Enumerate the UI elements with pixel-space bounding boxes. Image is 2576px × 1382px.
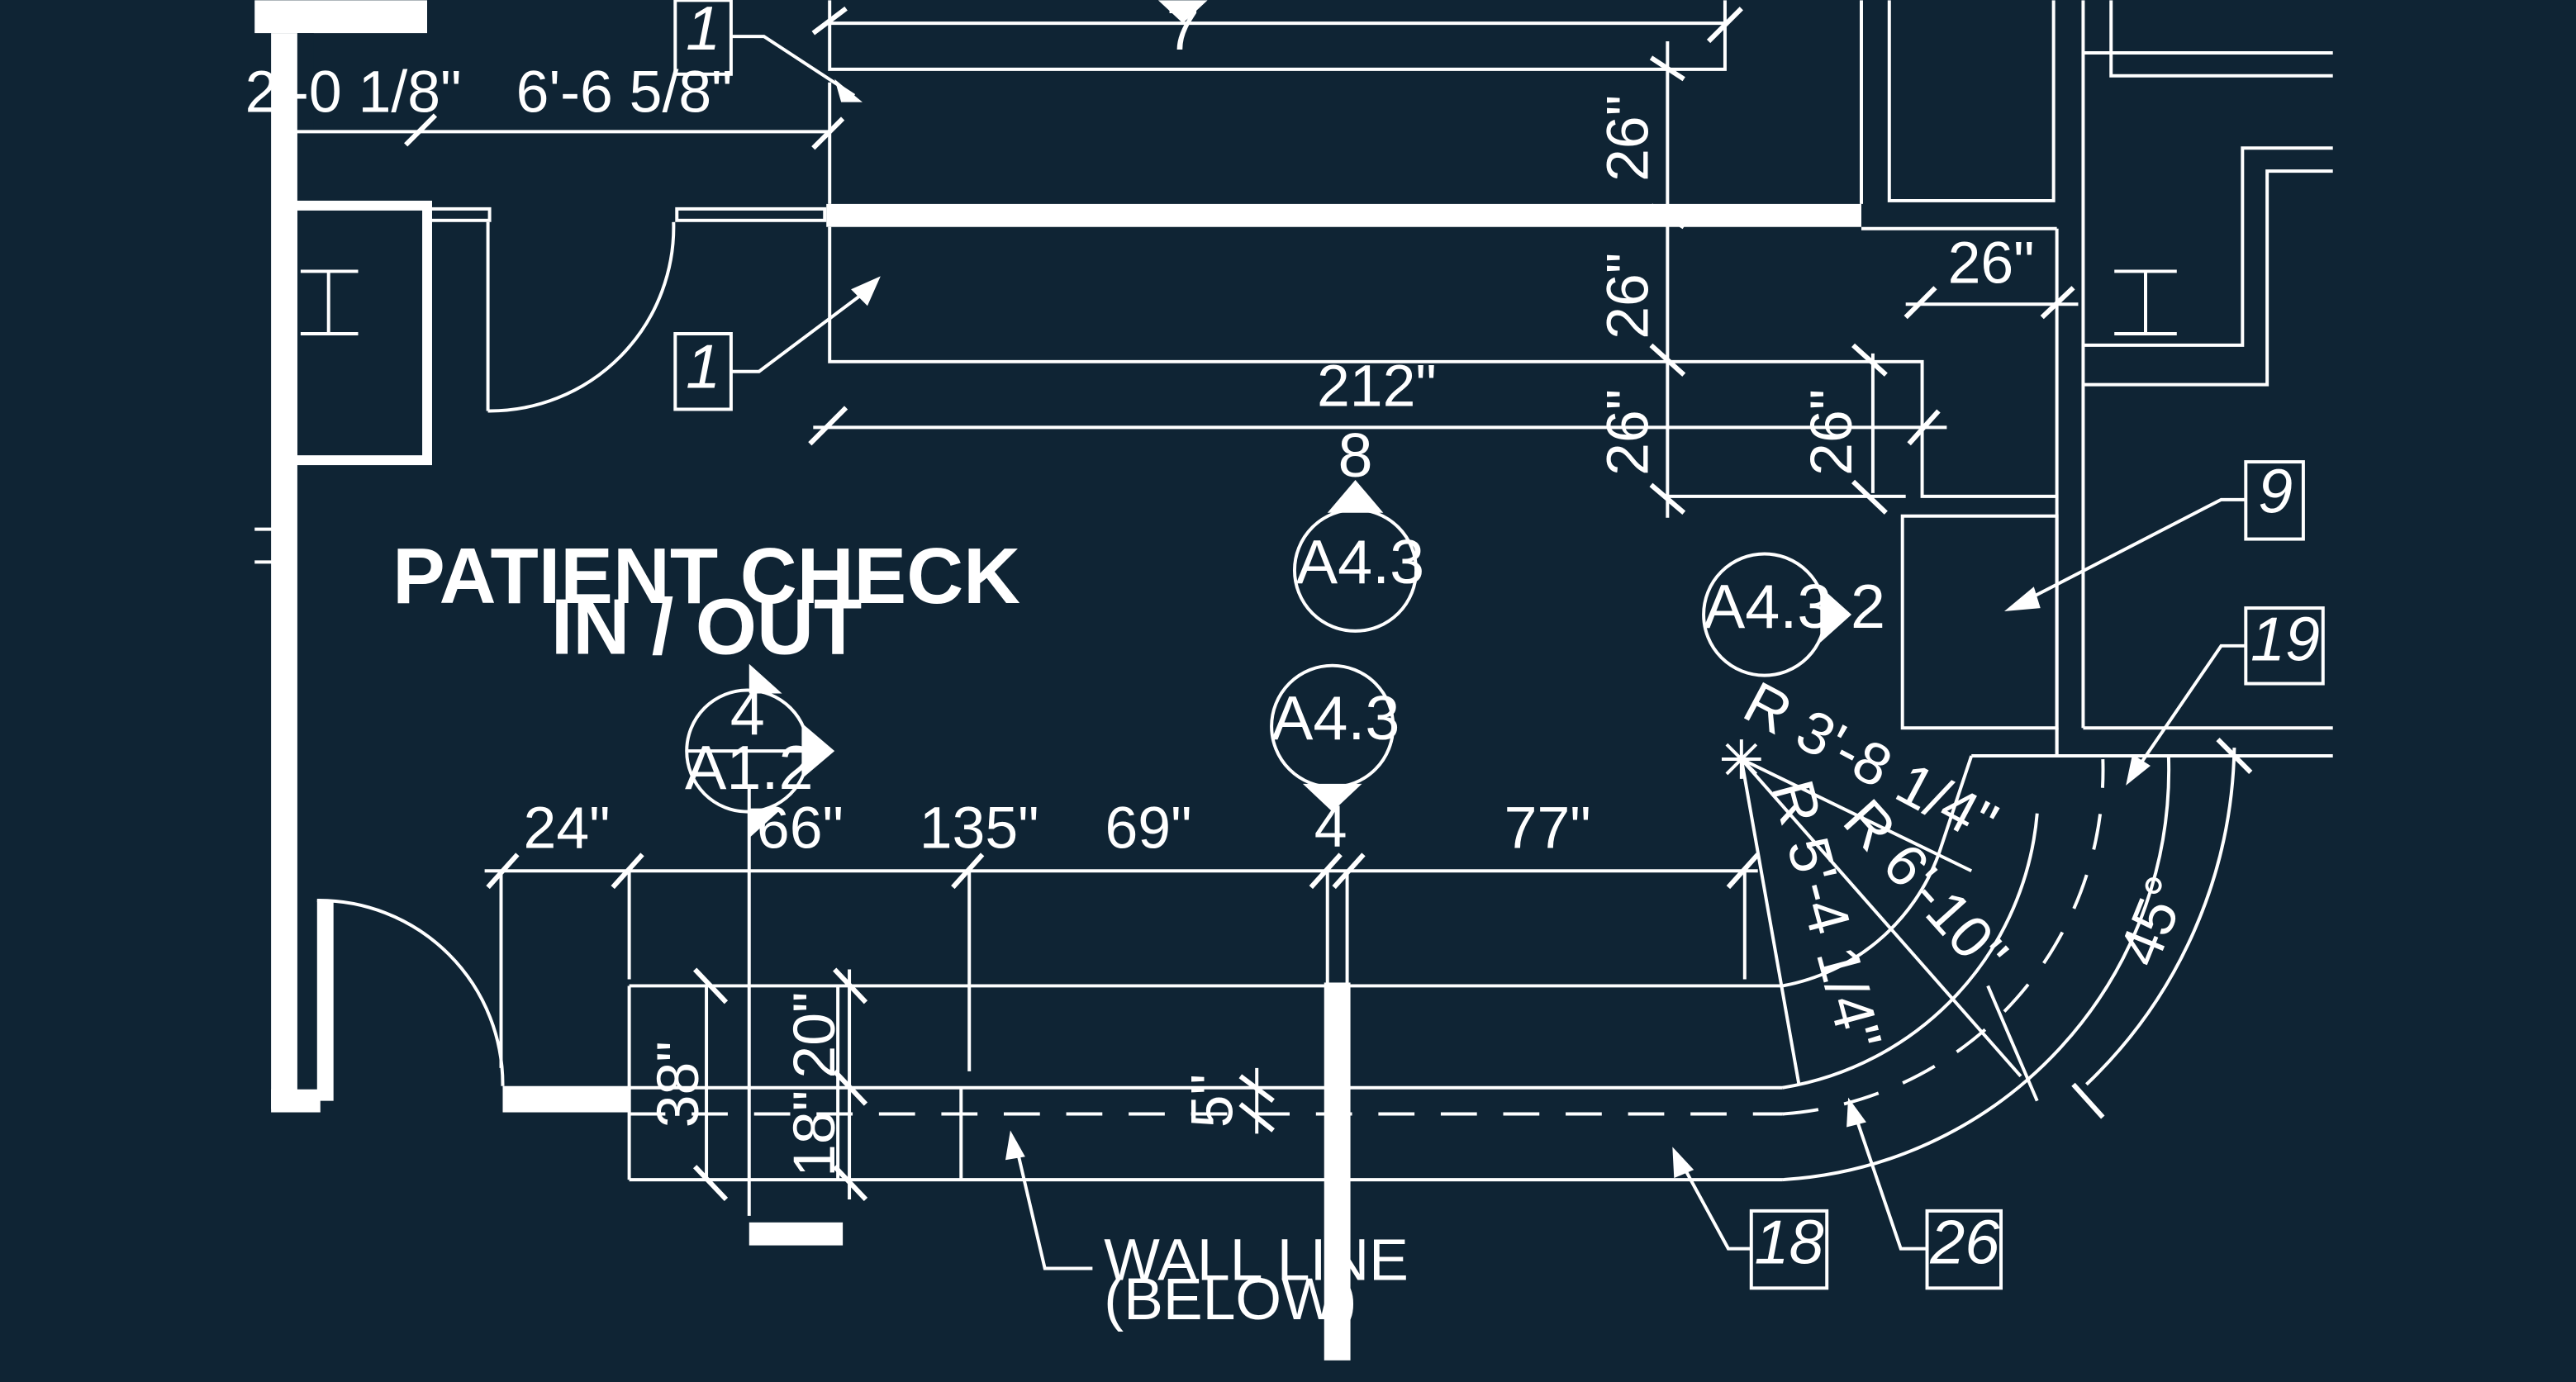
wall-line-note: WALL LINE (BELOW) xyxy=(1005,1130,1409,1332)
section-marker-top-arrow xyxy=(1157,0,1208,24)
keynote-tag-26-label: 26 xyxy=(1929,1208,2000,1277)
wall-line-below-dashed xyxy=(629,758,2105,1116)
section-marker-2-number: 2 xyxy=(1851,572,1885,642)
room-name-line1: PATIENT CHECK xyxy=(392,533,1020,620)
keynote-tag-19-label: 19 xyxy=(2250,606,2320,675)
section-marker-2: 2 A4.3 xyxy=(1702,552,1885,677)
dim-69: 69" xyxy=(1105,795,1191,861)
keynote-tag-18-label: 18 xyxy=(1754,1208,1823,1277)
keynote-tag-1-mid-label: 1 xyxy=(686,333,720,402)
section-marker-2-sheet: A4.3 xyxy=(1704,572,1832,642)
keynote-tag-9: 9 xyxy=(2003,458,2305,612)
walls xyxy=(254,0,1861,1361)
radius-center-point xyxy=(1721,739,1761,779)
dim-26-a: 26" xyxy=(1595,95,1661,182)
dim-38: 38" xyxy=(645,1041,711,1128)
column-enclosure-left xyxy=(287,200,432,466)
wall-segment-center xyxy=(1324,982,1351,1361)
dim-5: 5" xyxy=(1179,1074,1245,1128)
elevation-marker-number: 4 xyxy=(730,679,765,748)
keynote-tag-1-mid: 1 xyxy=(673,276,881,411)
section-marker-8: 8 A4.3 xyxy=(1292,421,1424,633)
room-name-line2: IN / OUT xyxy=(551,584,862,672)
dim-212: 212" xyxy=(1317,353,1437,419)
section-marker-8-sheet: A4.3 xyxy=(1296,528,1424,597)
dim-24: 24" xyxy=(524,795,611,861)
wall-line-note-line2: (BELOW) xyxy=(1104,1266,1357,1332)
wall-segment-counter-left xyxy=(502,1085,631,1113)
keynote-tag-1-top-label: 1 xyxy=(686,0,720,64)
dim-2-0-1-8: 2'-0 1/8" xyxy=(245,59,462,126)
dimension-lines xyxy=(295,41,2236,1180)
wall-door-jamb xyxy=(316,900,334,1101)
angle-45: 45° xyxy=(2106,867,2201,975)
wall-line-note-line1: WALL LINE xyxy=(1104,1227,1409,1293)
section-marker-4-sheet: A4.3 xyxy=(1271,684,1400,753)
wall-top-long xyxy=(826,203,1861,227)
keynote-tag-19: 19 xyxy=(2126,606,2325,786)
dim-26-b: 26" xyxy=(1595,253,1661,340)
keynote-tag-18: 18 xyxy=(1672,1147,1829,1290)
dim-66: 66" xyxy=(757,795,844,861)
dim-18: 18" xyxy=(782,1090,848,1177)
elevation-marker-4: 4 A1.2 xyxy=(685,663,835,838)
dim-26-c: 26" xyxy=(1595,389,1661,476)
wall-segment-bottom xyxy=(749,1222,844,1246)
dim-20: 20" xyxy=(782,992,848,1079)
dim-6-6-5-8: 6'-6 5/8" xyxy=(516,59,733,126)
keynote-tag-9-label: 9 xyxy=(2258,458,2293,527)
dim-26-e: 26" xyxy=(1948,230,2035,296)
section-marker-8-number: 8 xyxy=(1338,421,1373,491)
keynote-tag-26: 26 xyxy=(1846,1097,2003,1290)
elevation-marker-sheet: A1.2 xyxy=(685,734,813,803)
dim-135: 135" xyxy=(920,795,1039,861)
wall-left-vertical xyxy=(271,33,297,1109)
section-marker-4: A4.3 xyxy=(1270,663,1400,812)
wall-top-left xyxy=(254,0,428,34)
dim-26-d: 26" xyxy=(1799,389,1865,476)
dim-77: 77" xyxy=(1504,795,1591,861)
